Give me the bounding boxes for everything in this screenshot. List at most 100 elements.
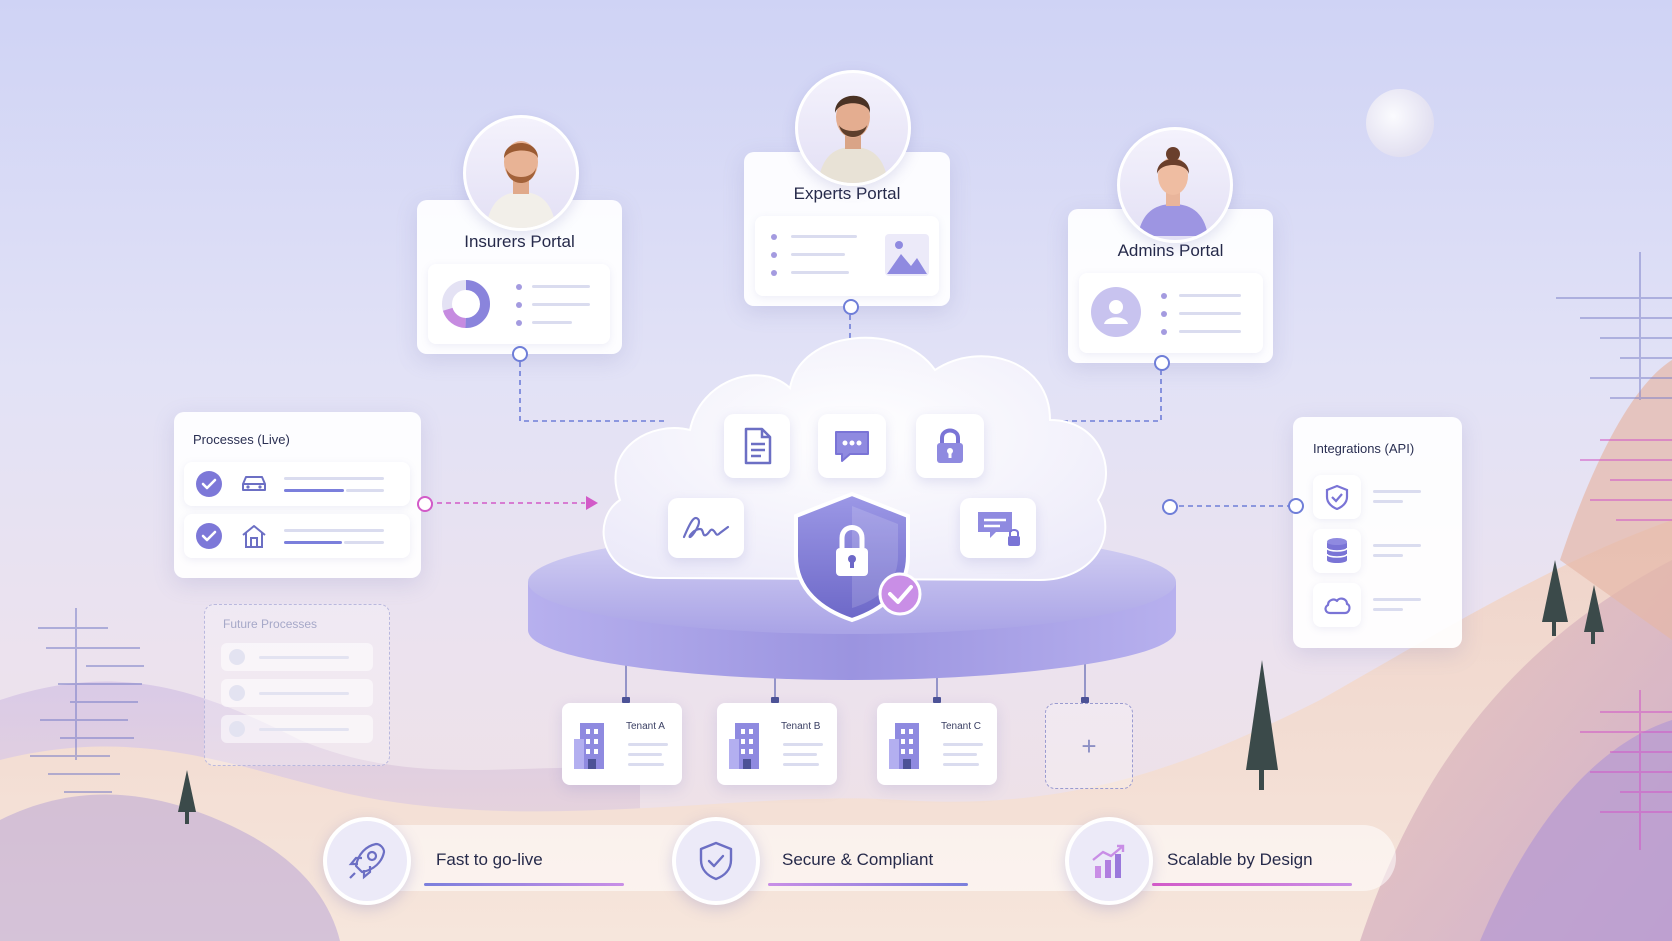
insurers-portal-title: Insurers Portal [464,232,575,251]
growth-chart-icon [1092,844,1125,878]
list-bar [532,321,572,324]
house-icon [242,525,266,548]
tenant-a-label: Tenant A [626,721,665,732]
insurer-avatar [463,115,579,231]
car-icon [242,476,266,491]
feature-secure-compliant-label: Secure & Compliant [782,850,934,869]
processes-live-card[interactable]: Processes (Live) [174,412,421,578]
experts-connector-node [843,299,859,315]
future-processes-card[interactable]: Future Processes [204,604,390,766]
lock-tile[interactable] [916,414,984,478]
admins-portal-title: Admins Portal [1117,241,1224,260]
tenant-bar [628,743,668,746]
list-bar [1179,294,1241,297]
insurers-portal-preview [428,264,610,344]
feature-fast-go-live-circle [323,817,411,905]
integration-item[interactable] [1313,475,1361,519]
tenant-bar [943,743,983,746]
tenant-b-label: Tenant B [781,721,821,732]
feature-fast-go-live-label: Fast to go-live [436,850,543,869]
expert-avatar [795,70,911,186]
feature-scalable-design-label: Scalable by Design [1167,850,1313,869]
admins-portal-card[interactable]: Admins Portal [1068,209,1273,371]
building-icon [729,723,759,769]
database-icon [1326,538,1348,563]
future-processes-title: Future Processes [223,617,318,631]
list-dot [771,270,777,276]
signature-icon [682,516,730,539]
document-icon [744,427,772,465]
plus-icon: + [1081,730,1097,761]
list-dot [1161,311,1167,317]
feature-underline [1152,883,1352,886]
integrations-title: Integrations (API) [1313,441,1415,456]
integration-bar [1373,608,1403,611]
tenant-bar [628,753,662,756]
list-dot [516,284,522,290]
integration-bar [1373,500,1403,503]
experts-portal-title: Experts Portal [793,184,901,203]
progress-track [346,489,384,492]
list-bar [1179,312,1241,315]
feature-underline [768,883,968,886]
tenant-bar [943,753,977,756]
tenant-bar [783,763,819,766]
tenant-bar [628,763,664,766]
placeholder-row [221,715,373,743]
list-dot [771,252,777,258]
tenant-b-card[interactable]: Tenant B [717,703,837,785]
admins-portal-preview [1079,273,1263,353]
shield-icon [1325,484,1349,510]
building-icon [574,723,604,769]
list-bar [532,285,590,288]
admin-avatar [1117,127,1233,243]
insurers-connector-node [512,346,528,362]
list-dot [516,302,522,308]
integration-bar [1373,554,1403,557]
admins-connector-node [1154,355,1170,371]
image-icon [885,234,929,276]
signature-tile[interactable] [668,498,744,558]
secure-message-tile[interactable] [960,498,1036,558]
feature-secure-compliant-circle [672,817,760,905]
chat-tile[interactable] [818,414,886,478]
progress-fill [284,489,344,492]
tenant-bar [943,763,979,766]
tree-icon [1246,660,1278,790]
add-tenant-button[interactable]: + [1045,703,1133,789]
shield-check-icon [699,841,733,881]
list-bar [791,235,857,238]
chat-icon [835,431,869,462]
integration-item[interactable] [1313,529,1361,573]
list-dot [771,234,777,240]
placeholder-row [221,679,373,707]
check-circle-icon [196,471,222,497]
list-dot [516,320,522,326]
list-bar [532,303,590,306]
integration-bar [1373,544,1421,547]
process-row[interactable] [184,514,410,558]
list-dot [1161,293,1167,299]
integrations-card[interactable]: Integrations (API) [1288,417,1462,648]
feature-underline [424,883,624,886]
tenant-a-card[interactable]: Tenant A [562,703,682,785]
progress-fill [284,541,342,544]
document-tile[interactable] [724,414,790,478]
tenant-bar [783,753,817,756]
integrations-connector-node [1288,498,1304,514]
user-icon [1091,287,1141,337]
process-row[interactable] [184,462,410,506]
integration-bar [1373,598,1421,601]
progress-track [284,477,384,480]
processes-output-node [417,496,433,512]
integrations-input-node [1162,499,1178,515]
lock-icon [937,428,963,463]
donut-chart-icon [442,280,490,328]
list-bar [791,271,849,274]
integration-bar [1373,490,1421,493]
tenant-c-card[interactable]: Tenant C [877,703,997,785]
tenant-bar [783,743,823,746]
integration-item[interactable] [1313,583,1361,627]
insurers-portal-card[interactable]: Insurers Portal [417,200,622,362]
secure-message-icon [978,512,1020,546]
